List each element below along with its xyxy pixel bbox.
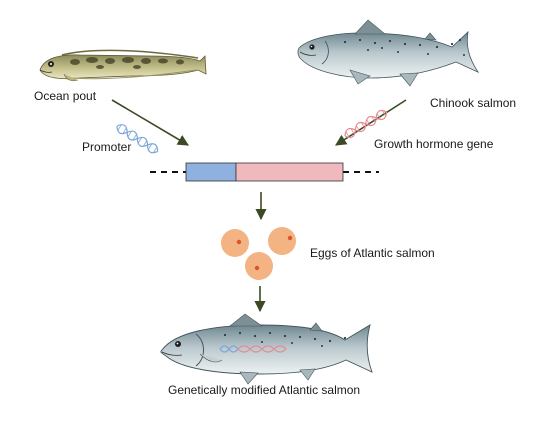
arrow-from-ocean-pout [111,99,189,146]
label-eggs-of-atlantic-salmon: Eggs of Atlantic salmon [310,246,435,260]
gm-salmon-inserted-dna [219,345,287,353]
growth-hormone-dna-icon [344,109,388,139]
label-gm-atlantic-salmon: Genetically modified Atlantic salmon [168,383,361,397]
promoter-dna-icon [116,124,159,154]
chinook-salmon-fish [297,19,480,87]
label-ocean-pout: Ocean pout [34,89,97,103]
label-growth-hormone-gene: Growth hormone gene [374,137,494,151]
egg-3 [245,252,273,280]
egg-1 [221,229,249,257]
promoter-segment [185,162,237,182]
egg-2 [268,227,296,255]
label-chinook-salmon: Chinook salmon [430,96,517,110]
ocean-pout-fish [39,49,207,82]
gm-atlantic-salmon-fish [160,313,373,385]
gene-construct [150,162,379,182]
growth-hormone-segment [235,162,344,182]
label-promoter: Promoter [82,140,132,154]
eggs-of-atlantic-salmon [221,227,296,280]
